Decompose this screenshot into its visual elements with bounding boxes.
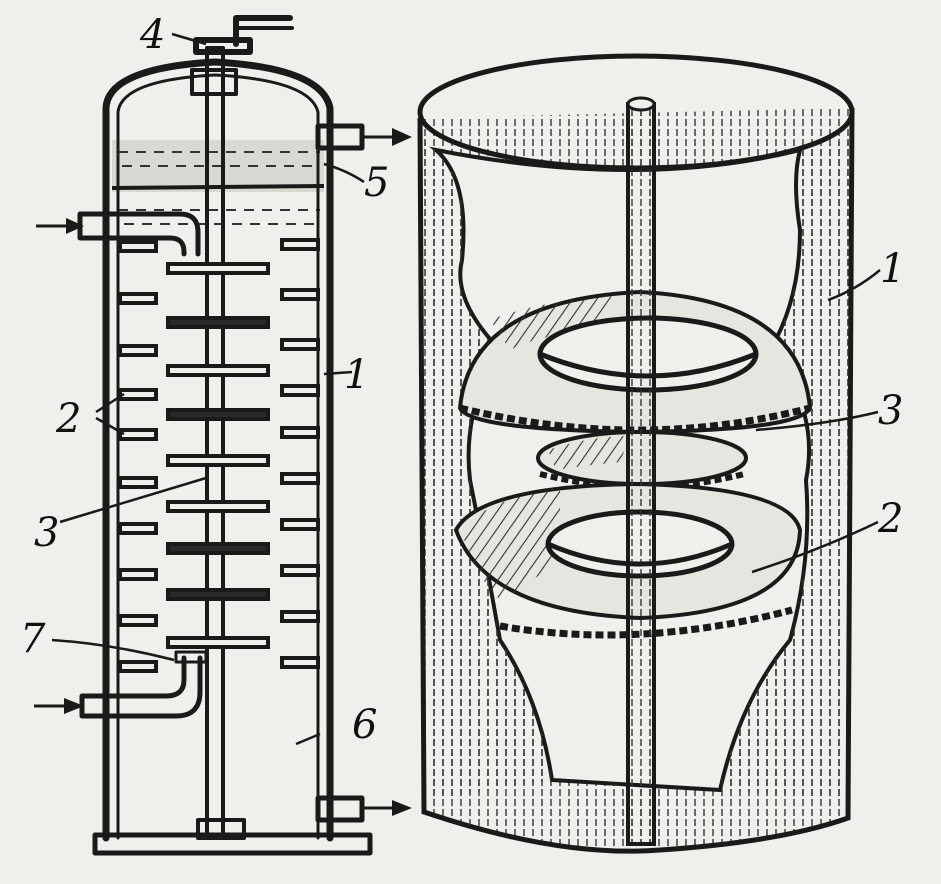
label-3-left: 3 xyxy=(34,510,59,556)
cutaway-view xyxy=(417,53,881,854)
column-shell-outer xyxy=(102,58,334,842)
label-3-right: 3 xyxy=(878,388,903,434)
base-plate xyxy=(92,832,373,856)
label-5: 5 xyxy=(364,160,389,206)
leader-lines-left xyxy=(51,32,365,746)
label-2-left: 2 xyxy=(55,396,81,442)
upper-ring-hatch xyxy=(490,296,620,350)
rotor-disc-hatch xyxy=(548,436,630,470)
leader-lines-right xyxy=(751,269,881,574)
lower-ring-edge xyxy=(499,606,793,639)
cutaway-shaft-top xyxy=(626,96,656,112)
heavy-phase-outlet xyxy=(315,795,412,823)
light-phase-outlet xyxy=(315,123,412,151)
label-4: 4 xyxy=(139,12,165,58)
label-7: 7 xyxy=(20,616,46,662)
cutaway-shaft xyxy=(626,102,656,846)
label-2-right: 2 xyxy=(877,496,903,542)
column-shell-inner xyxy=(116,73,320,840)
top-fitting xyxy=(193,15,294,55)
column-section xyxy=(34,15,412,856)
lower-ring-hatch xyxy=(462,490,560,600)
lower-inlet-pipe xyxy=(34,650,208,719)
shaft-top-bearing xyxy=(190,68,238,96)
upper-ring-edge xyxy=(459,404,811,434)
wall-baffles-left xyxy=(118,240,158,673)
inner-wall-right xyxy=(720,140,850,800)
label-1-right: 1 xyxy=(880,246,905,292)
shaft-bottom-bearing xyxy=(196,818,246,840)
upper-inlet-pipe xyxy=(36,211,201,257)
wall-baffles-right xyxy=(280,238,320,669)
callout-labels: 4 5 1 2 3 7 6 1 3 2 xyxy=(20,12,905,748)
inner-wall-left xyxy=(424,140,552,800)
label-6: 6 xyxy=(352,702,377,748)
interface-level xyxy=(111,184,325,190)
label-1-left: 1 xyxy=(344,352,369,398)
rotor-discs xyxy=(166,262,270,649)
